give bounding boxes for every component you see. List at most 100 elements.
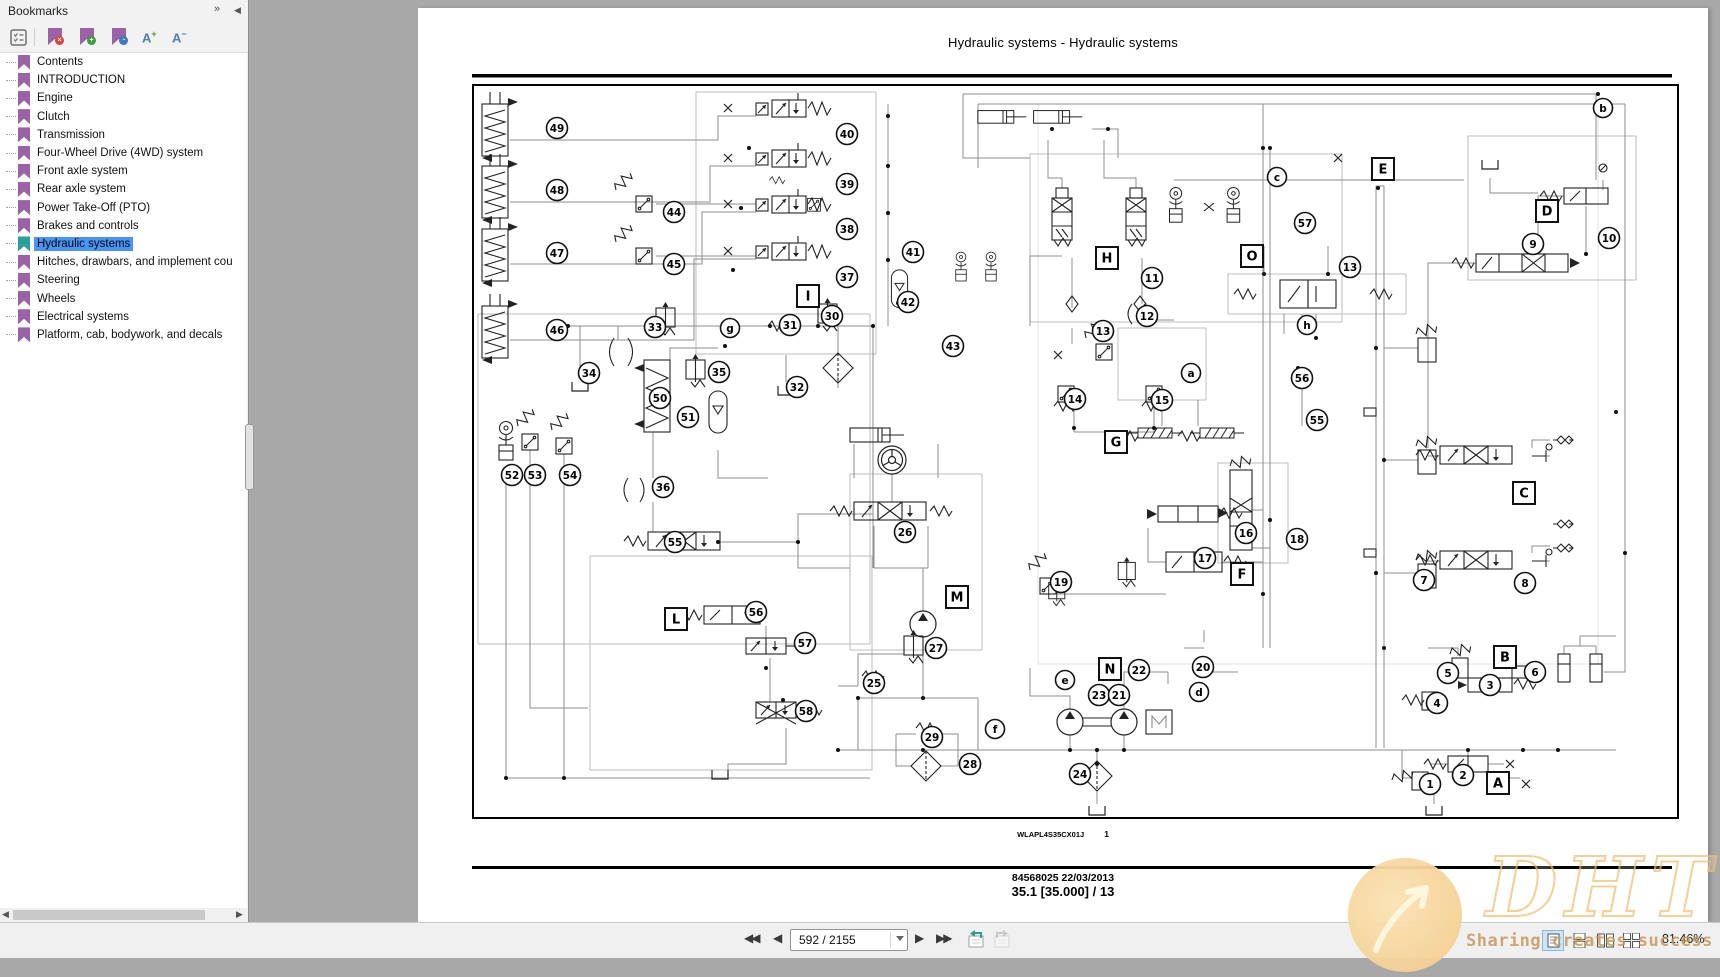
- scroll-right-icon[interactable]: ▶: [236, 909, 243, 919]
- bookmark-flag-icon: [18, 309, 30, 325]
- callout-22: [1127, 658, 1151, 682]
- callout-5: [1436, 661, 1460, 685]
- callout-label: N: [1105, 663, 1116, 678]
- callout-label: 56: [749, 607, 764, 619]
- bookmark-item-rear-axle-system[interactable]: Rear axle system: [0, 180, 247, 198]
- callout-label: 57: [1298, 218, 1313, 230]
- bookmark-item-engine[interactable]: Engine: [0, 89, 247, 107]
- panel-splitter-handle[interactable]: [245, 424, 254, 490]
- callout-label: 54: [563, 470, 578, 482]
- callout-label: 26: [898, 527, 913, 539]
- callout-label: 13: [1343, 262, 1358, 274]
- previous-view-icon[interactable]: [966, 930, 986, 954]
- callout-56: [1290, 366, 1314, 390]
- font-decrease-icon[interactable]: A−: [172, 29, 187, 46]
- recent-bookmark-icon[interactable]: ◔: [112, 28, 128, 45]
- zoom-level[interactable]: 81.46%: [1662, 932, 1705, 946]
- bookmark-flag-icon: [18, 327, 30, 343]
- single-page-layout-icon[interactable]: [1542, 930, 1564, 951]
- delete-bookmark-icon[interactable]: ×: [48, 28, 64, 45]
- bookmark-item-platform-cab-bodywork-and-decals[interactable]: Platform, cab, bodywork, and decals: [0, 326, 247, 344]
- bookmark-flag-icon: [18, 109, 30, 125]
- callout-c: [1266, 166, 1288, 188]
- panel-collapse-icon[interactable]: ◀: [234, 5, 241, 15]
- callout-32: [785, 375, 809, 399]
- callout-15: [1150, 388, 1174, 412]
- bookmark-label: Wheels: [37, 292, 76, 305]
- page-number-input[interactable]: 592 / 2155: [790, 929, 908, 951]
- callout-13: [1338, 255, 1362, 279]
- callout-33: [643, 315, 667, 339]
- callout-label: 2: [1459, 770, 1466, 782]
- callout-42: [896, 290, 920, 314]
- panel-title: Bookmarks: [8, 4, 69, 18]
- callout-label: a: [1187, 368, 1194, 380]
- bookmark-item-power-take-off-pto[interactable]: Power Take-Off (PTO): [0, 199, 247, 217]
- callout-31: [778, 313, 802, 337]
- continuous-layout-icon[interactable]: [1568, 930, 1590, 951]
- bookmark-flag-icon: [18, 291, 30, 307]
- bookmark-flag-icon: [18, 90, 30, 106]
- callout-label: h: [1303, 320, 1310, 332]
- callout-11: [1140, 266, 1164, 290]
- bookmark-item-hydraulic-systems[interactable]: Hydraulic systems: [0, 235, 247, 253]
- callout-label: 25: [867, 678, 882, 690]
- facing-layout-icon[interactable]: [1594, 930, 1616, 951]
- bookmark-label: Steering: [37, 274, 80, 287]
- bookmark-item-wheels[interactable]: Wheels: [0, 289, 247, 307]
- callout-57: [793, 631, 817, 655]
- bookmark-item-clutch[interactable]: Clutch: [0, 108, 247, 126]
- callout-H: [1095, 246, 1119, 270]
- last-page-button[interactable]: ▶▶: [936, 931, 953, 945]
- bookmark-item-introduction[interactable]: INTRODUCTION: [0, 71, 247, 89]
- figure-number: 1: [1104, 829, 1109, 839]
- callout-label: 4: [1433, 698, 1440, 710]
- callout-10: [1597, 226, 1621, 250]
- bookmark-options-icon[interactable]: [10, 29, 27, 51]
- tree-connector: [6, 225, 16, 227]
- callout-label: 51: [681, 412, 696, 424]
- footer-reference: 84568025 22/03/2013: [1011, 872, 1115, 884]
- font-increase-icon[interactable]: A+: [142, 29, 157, 46]
- continuous-facing-layout-icon[interactable]: [1620, 930, 1642, 951]
- chevron-down-icon[interactable]: [896, 936, 904, 941]
- tree-connector: [6, 298, 16, 300]
- callout-h: [1296, 314, 1318, 336]
- scrollbar-thumb[interactable]: [13, 910, 205, 920]
- bookmark-item-hitches-drawbars-and-implement-cou[interactable]: Hitches, drawbars, and implement cou: [0, 253, 247, 271]
- callout-label: 46: [550, 325, 565, 337]
- panel-horizontal-scrollbar[interactable]: ◀ ▶: [0, 908, 247, 922]
- callout-label: I: [806, 290, 811, 305]
- callout-A: [1486, 771, 1510, 795]
- scroll-left-icon[interactable]: ◀: [2, 909, 9, 919]
- bookmark-item-front-axle-system[interactable]: Front axle system: [0, 162, 247, 180]
- bookmark-item-contents[interactable]: Contents: [0, 53, 247, 71]
- callout-label: 57: [798, 638, 813, 650]
- first-page-button[interactable]: ◀◀: [744, 931, 761, 945]
- bookmark-item-electrical-systems[interactable]: Electrical systems: [0, 308, 247, 326]
- next-page-button[interactable]: ▶: [915, 931, 925, 945]
- tree-connector: [6, 279, 16, 281]
- bookmark-item-transmission[interactable]: Transmission: [0, 126, 247, 144]
- collapse-all-icon[interactable]: »: [214, 3, 221, 15]
- next-view-icon[interactable]: [992, 930, 1012, 954]
- callout-label: 48: [550, 185, 565, 197]
- callout-label: 34: [582, 368, 597, 380]
- bookmark-item-steering[interactable]: Steering: [0, 271, 247, 289]
- bookmark-label: Contents: [37, 56, 84, 69]
- bookmark-item-brakes-and-controls[interactable]: Brakes and controls: [0, 217, 247, 235]
- bookmark-item-four-wheel-drive-4wd-system[interactable]: Four-Wheel Drive (4WD) system: [0, 144, 247, 162]
- callout-label: L: [672, 613, 680, 628]
- callout-e: [1054, 669, 1076, 691]
- callout-label: 37: [840, 272, 855, 284]
- add-bookmark-icon[interactable]: +: [80, 28, 96, 45]
- callout-label: 38: [840, 224, 855, 236]
- callout-14: [1063, 387, 1087, 411]
- callout-label: 30: [825, 311, 840, 323]
- bookmark-label: Clutch: [37, 110, 70, 123]
- callout-25: [862, 671, 886, 695]
- callout-57: [1293, 211, 1317, 235]
- previous-page-button[interactable]: ◀: [773, 931, 783, 945]
